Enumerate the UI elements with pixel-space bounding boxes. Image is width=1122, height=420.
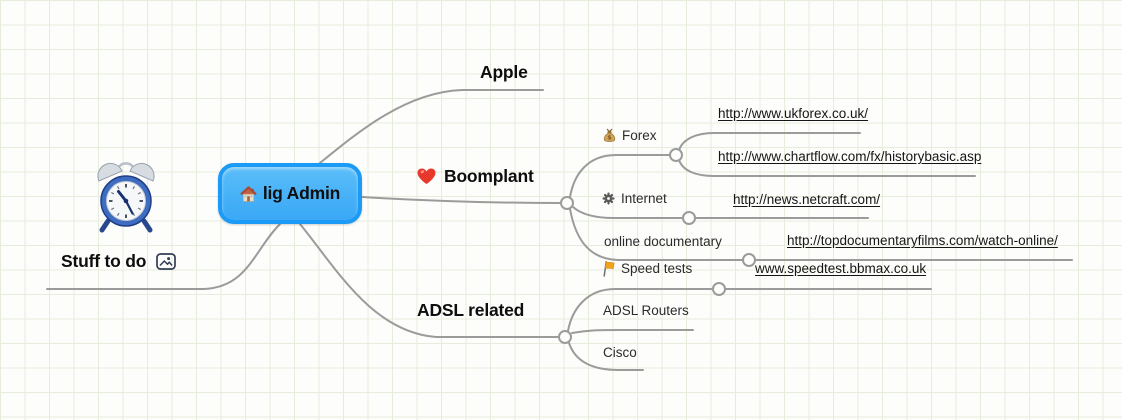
gear-icon	[602, 192, 615, 205]
topic-boomplant[interactable]: Boomplant	[417, 166, 534, 187]
junction-internet[interactable]	[682, 211, 696, 225]
root-topic-label: lig Admin	[262, 183, 341, 203]
topic-adsl-related[interactable]: ADSL related	[417, 300, 524, 321]
alarm-clock-image[interactable]	[94, 157, 158, 235]
branch-cisco	[568, 342, 644, 371]
alarm-clock-icon	[97, 162, 155, 233]
root-topic[interactable]: lig Admin	[218, 163, 362, 224]
subtopic-adsl-routers[interactable]: ADSL Routers	[603, 303, 689, 318]
branch-adsl-related	[299, 223, 560, 338]
junction-speed-tests[interactable]	[712, 282, 726, 296]
topic-apple-label: Apple	[480, 62, 528, 82]
branch-stuff-to-do	[46, 223, 281, 290]
link-ukforex[interactable]: http://www.ukforex.co.uk/	[718, 106, 868, 121]
topic-stuff-to-do-label: Stuff to do	[61, 251, 147, 271]
topic-adsl-related-label: ADSL related	[417, 300, 525, 320]
junction-adsl-related[interactable]	[558, 330, 572, 344]
branch-adsl-routers	[571, 329, 694, 334]
link-speedtest[interactable]: www.speedtest.bbmax.co.uk	[755, 261, 926, 276]
subtopic-internet[interactable]: Internet	[602, 191, 667, 206]
moneybag-icon: $	[603, 128, 616, 143]
heart-icon	[417, 168, 436, 185]
branch-speed-tests	[567, 288, 713, 332]
junction-boomplant[interactable]	[560, 196, 574, 210]
subtopic-cisco-label: Cisco	[603, 345, 637, 360]
subtopic-forex[interactable]: $ Forex	[603, 128, 657, 143]
link-netcraft-label[interactable]: http://news.netcraft.com/	[733, 192, 881, 207]
branch-apple	[319, 89, 544, 164]
topic-stuff-to-do[interactable]: Stuff to do	[61, 251, 177, 272]
link-topdocumentary[interactable]: http://topdocumentaryfilms.com/watch-onl…	[787, 233, 1058, 248]
subtopic-online-documentary-label: online documentary	[604, 234, 722, 249]
subtopic-internet-label: Internet	[621, 191, 667, 206]
branch-online-documentary	[569, 208, 743, 261]
branch-link-chartflow	[678, 159, 976, 177]
subtopic-online-documentary[interactable]: online documentary	[604, 234, 722, 249]
house-icon	[240, 185, 257, 202]
subtopic-cisco[interactable]: Cisco	[603, 345, 637, 360]
topic-apple[interactable]: Apple	[480, 62, 528, 83]
subtopic-adsl-routers-label: ADSL Routers	[603, 303, 689, 318]
branch-link-ukforex	[678, 132, 861, 151]
branch-internet	[572, 206, 683, 219]
subtopic-speed-tests[interactable]: Speed tests	[601, 260, 692, 277]
svg-text:$: $	[607, 134, 612, 142]
branch-forex	[569, 154, 671, 198]
link-ukforex-label[interactable]: http://www.ukforex.co.uk/	[718, 106, 869, 121]
link-topdocumentary-label[interactable]: http://topdocumentaryfilms.com/watch-onl…	[787, 233, 1058, 248]
link-chartflow[interactable]: http://www.chartflow.com/fx/historybasic…	[718, 149, 981, 164]
link-chartflow-label[interactable]: http://www.chartflow.com/fx/historybasic…	[718, 149, 982, 164]
link-speedtest-label[interactable]: www.speedtest.bbmax.co.uk	[755, 261, 927, 276]
topic-boomplant-label: Boomplant	[444, 166, 534, 186]
subtopic-speed-tests-label: Speed tests	[621, 261, 693, 276]
flag-icon	[601, 260, 615, 277]
junction-online-documentary[interactable]	[742, 253, 756, 267]
subtopic-forex-label: Forex	[622, 128, 657, 143]
junction-forex[interactable]	[669, 148, 683, 162]
branch-boomplant	[361, 196, 562, 204]
link-netcraft[interactable]: http://news.netcraft.com/	[733, 192, 880, 207]
picture-icon[interactable]	[156, 253, 177, 270]
